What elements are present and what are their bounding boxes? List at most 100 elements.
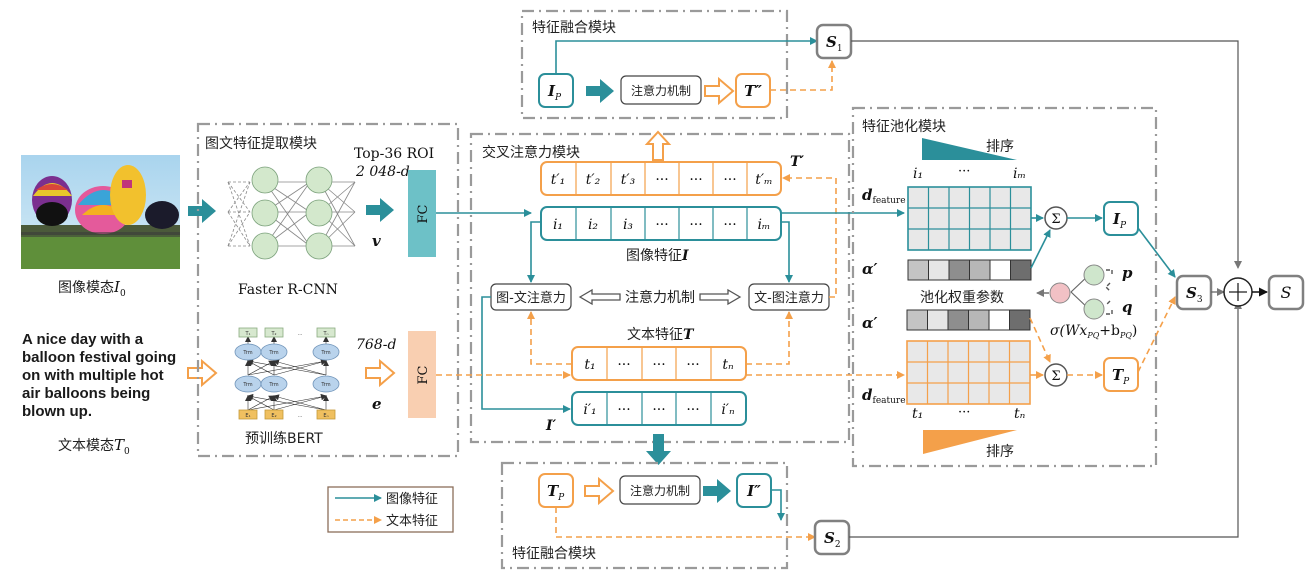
svg-text:S3: S3 [1186, 284, 1203, 305]
svg-text:Trm: Trm [268, 382, 278, 388]
svg-text:...: ... [298, 331, 303, 337]
svg-text:Eₙ: Eₙ [323, 413, 328, 419]
img-text-to-i-prime-arrow [481, 296, 571, 413]
s2-to-sum-line [849, 301, 1242, 538]
extraction-module-border [196, 122, 460, 458]
alpha-weights-top [907, 259, 1032, 281]
pooling-module-title: 特征池化模块 [862, 119, 946, 135]
alpha-weight-cell [907, 259, 929, 281]
svg-text:t′₂: t′₂ [586, 172, 601, 188]
svg-text:Tₙ: Tₙ [322, 331, 328, 337]
gating-network [1036, 264, 1113, 320]
svg-text:i′₁: i′₁ [583, 402, 596, 418]
svg-text:文-图注意力: 文-图注意力 [754, 290, 824, 306]
svg-text:t′ₘ: t′ₘ [755, 172, 772, 188]
svg-text:Trm: Trm [268, 350, 278, 356]
fusion-bottom-hollow-arrow [584, 476, 615, 506]
svg-text:t′₃: t′₃ [621, 172, 636, 188]
bidirectional-arrow [578, 288, 742, 306]
fusion-top-hollow-arrow [704, 76, 735, 106]
svg-text:on with multiple hot: on with multiple hot [22, 367, 164, 384]
alpha-weight-cell [948, 259, 970, 281]
svg-text:注意力机制: 注意力机制 [630, 483, 690, 498]
svg-text:···: ··· [689, 217, 702, 233]
svg-text:T₂: T₂ [270, 331, 276, 337]
s3-box: S3 [1175, 274, 1213, 311]
p-label: p [1122, 264, 1133, 282]
d-feature-bottom: dfeature [862, 386, 906, 406]
legend-text-label: 文本特征 [386, 514, 438, 529]
svg-text:t₁: t₁ [584, 357, 595, 373]
alpha-weight-cell [1009, 309, 1031, 331]
alpha-weight-cell [947, 309, 969, 331]
svg-text:···: ··· [652, 402, 665, 418]
s1-box: S1 [815, 23, 853, 60]
alpha-weight-cell [928, 259, 950, 281]
pool-tp-to-s3-arrow [1137, 296, 1176, 373]
tp-to-s2-arrow [555, 507, 816, 541]
fusion-bottom-title: 特征融合模块 [512, 546, 596, 562]
alpha-weight-cell [988, 309, 1010, 331]
attention-mechanism-label: 注意力机制 [625, 289, 695, 306]
svg-text:···: ··· [655, 217, 668, 233]
legend-image-label: 图像特征 [386, 492, 438, 507]
text-dim-label: 768-d [356, 337, 396, 353]
e-vector-label: e [372, 395, 382, 413]
alpha-weight-cell [927, 309, 949, 331]
svg-text:i′ₙ: i′ₙ [721, 402, 735, 418]
svg-text:Trm: Trm [320, 350, 330, 356]
v-arrow [366, 198, 394, 222]
svg-text:···: ··· [723, 217, 736, 233]
faster-rcnn-label: Faster R-CNN [238, 282, 338, 298]
text-to-img-attention-box: 文-图注意力 [748, 283, 830, 311]
svg-text:i₁: i₁ [553, 217, 563, 233]
fusion-bottom-solid-arrow [703, 479, 731, 503]
text-modality-label: 文本模态T0 [58, 436, 130, 457]
bert-network: T₁ T₂ ... Tₙ Trm Trm Trm Trm Trm Trm E₁ … [234, 327, 340, 420]
pool-t-first: t₁ [912, 406, 923, 422]
sum-node-text: Σ [1044, 363, 1068, 387]
alpha-weight-cell [969, 259, 991, 281]
fc-image-label: FC [416, 204, 431, 223]
fc-image [408, 170, 436, 257]
image-input-arrow [188, 199, 216, 223]
svg-text:···: ··· [652, 357, 665, 373]
pooling-weights-label: 池化权重参数 [920, 289, 1004, 306]
svg-text:balloon festival going: balloon festival going [22, 349, 176, 366]
image-input [21, 155, 180, 269]
fusion-bottom-tp-box: TP [538, 473, 574, 508]
text-input-arrow [187, 358, 218, 388]
i-prime-sequence: i′₁ ··· ··· ··· i′ₙ [571, 391, 747, 426]
svg-text:tₙ: tₙ [722, 357, 734, 373]
svg-text:blown up.: blown up. [22, 403, 92, 420]
img-to-text-attention-box: 图-文注意力 [490, 283, 572, 311]
pool-ip-box: IP [1103, 201, 1139, 236]
svg-text:···: ··· [686, 402, 699, 418]
alpha-weight-cell [906, 309, 928, 331]
svg-text:S: S [1281, 283, 1292, 302]
svg-text:iₘ: iₘ [757, 217, 770, 233]
q-label: q [1122, 298, 1133, 316]
svg-text:S2: S2 [824, 529, 841, 550]
i-prime-label: I′ [545, 418, 557, 434]
image-feature-label: 图像特征I [626, 248, 689, 264]
svg-text:···: ··· [655, 172, 668, 188]
final-score-box: S [1267, 274, 1305, 311]
fc-text-label: FC [416, 365, 431, 384]
score-sum-node [1223, 277, 1253, 307]
pool-i-last: iₘ [1013, 166, 1026, 182]
svg-text:E₂: E₂ [271, 413, 276, 419]
t-prime-label: T′ [790, 154, 804, 170]
svg-text:···: ··· [723, 172, 736, 188]
fusion-top-solid-arrow [586, 79, 614, 103]
pooling-module-border [851, 106, 1158, 468]
svg-text:I″: I″ [746, 482, 761, 500]
faster-rcnn-network [227, 166, 356, 260]
svg-text:注意力机制: 注意力机制 [631, 83, 691, 98]
pool-i-first: i₁ [913, 166, 923, 182]
svg-text:S1: S1 [826, 33, 843, 54]
svg-text:···: ··· [689, 172, 702, 188]
image-feature-sequence: i₁ i₂ i₃ ··· ··· ··· iₘ [540, 206, 782, 241]
svg-text:i₃: i₃ [623, 217, 633, 233]
fusion-top-attention-box: 注意力机制 [620, 75, 702, 105]
